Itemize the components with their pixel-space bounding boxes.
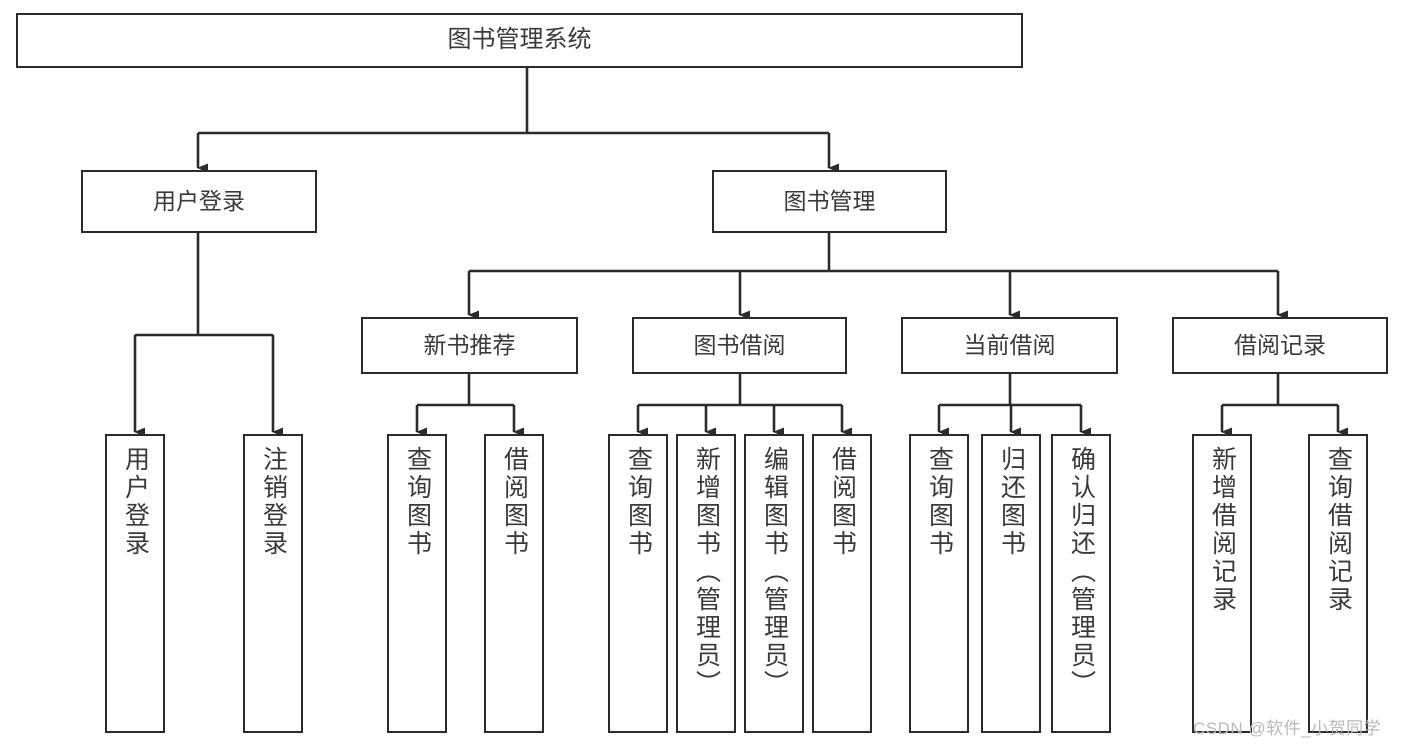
leaf-leaf_borrow_book_1[interactable]: 借阅图书: [484, 434, 544, 733]
leaf-leaf_query_record-label: 查询借阅记录: [1324, 446, 1353, 614]
leaf-leaf_query_book_1-label: 查询图书: [403, 446, 432, 558]
node-user_login-label: 用户登录: [153, 187, 245, 214]
node-borrow_record[interactable]: 借阅记录: [1172, 317, 1388, 374]
node-book_manage-label: 图书管理: [783, 187, 876, 214]
leaf-leaf_add_record-label: 新增借阅记录: [1208, 446, 1237, 614]
leaf-leaf_user_login-label: 用户登录: [121, 446, 150, 558]
leaf-leaf_logout-label: 注销登录: [259, 446, 288, 558]
leaf-leaf_query_book_3[interactable]: 查询图书: [909, 434, 969, 733]
node-book_manage[interactable]: 图书管理: [712, 170, 947, 233]
node-new_book_rec[interactable]: 新书推荐: [361, 317, 578, 374]
node-new_book_rec-label: 新书推荐: [423, 331, 516, 358]
node-root-label: 图书管理系统: [447, 26, 592, 54]
leaf-leaf_query_record[interactable]: 查询借阅记录: [1308, 434, 1368, 733]
leaf-leaf_query_book_3-label: 查询图书: [925, 446, 954, 558]
node-book_borrow[interactable]: 图书借阅: [632, 317, 847, 374]
node-book_borrow-label: 图书借阅: [693, 331, 786, 358]
leaf-leaf_query_book_2[interactable]: 查询图书: [608, 434, 668, 733]
leaf-leaf_query_book_2-label: 查询图书: [624, 446, 653, 558]
node-current_borrow-label: 当前借阅: [963, 331, 1056, 358]
node-current_borrow[interactable]: 当前借阅: [901, 317, 1118, 374]
leaf-leaf_confirm_return-label: 确认归还（管理员）: [1067, 446, 1096, 698]
csdn-watermark: CSDN @软件_小贺同学: [1193, 719, 1382, 738]
leaf-leaf_user_login[interactable]: 用户登录: [105, 434, 165, 733]
leaf-leaf_query_book_1[interactable]: 查询图书: [387, 434, 447, 733]
leaf-leaf_add_record[interactable]: 新增借阅记录: [1192, 434, 1252, 733]
leaf-leaf_return_book[interactable]: 归还图书: [981, 434, 1041, 733]
leaf-leaf_confirm_return[interactable]: 确认归还（管理员）: [1051, 434, 1111, 733]
leaf-leaf_borrow_book_2[interactable]: 借阅图书: [812, 434, 872, 733]
node-root[interactable]: 图书管理系统: [16, 13, 1023, 68]
leaf-leaf_edit_book-label: 编辑图书（管理员）: [760, 446, 789, 698]
leaf-leaf_add_book-label: 新增图书（管理员）: [692, 446, 721, 698]
leaf-leaf_edit_book[interactable]: 编辑图书（管理员）: [744, 434, 804, 733]
leaf-leaf_logout[interactable]: 注销登录: [243, 434, 303, 733]
leaf-leaf_return_book-label: 归还图书: [997, 446, 1026, 558]
leaf-leaf_borrow_book_1-label: 借阅图书: [500, 446, 529, 558]
node-user_login[interactable]: 用户登录: [81, 170, 317, 233]
leaf-leaf_borrow_book_2-label: 借阅图书: [828, 446, 857, 558]
leaf-leaf_add_book[interactable]: 新增图书（管理员）: [676, 434, 736, 733]
node-borrow_record-label: 借阅记录: [1234, 331, 1326, 358]
